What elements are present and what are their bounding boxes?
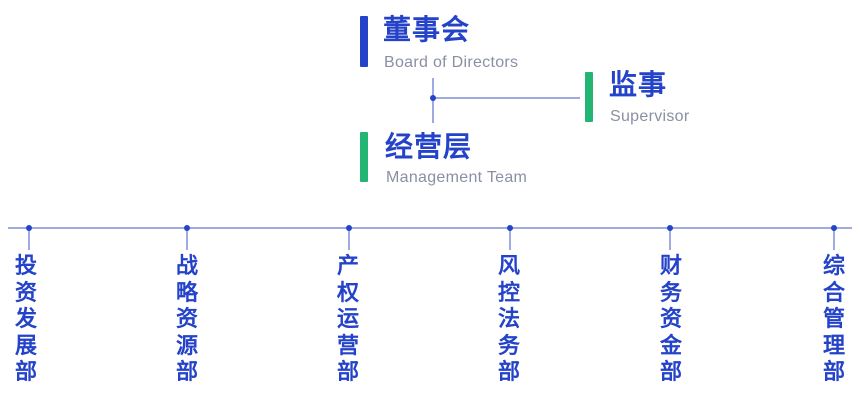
department-investment-development: 投资发展部 — [14, 254, 37, 385]
management-title: 经营层 — [385, 130, 473, 163]
department-node-4 — [507, 225, 513, 231]
management-accent-bar — [360, 132, 368, 182]
department-node-3 — [346, 225, 352, 231]
board-title: 董事会 — [383, 13, 471, 46]
supervisor-accent-bar — [585, 72, 593, 122]
department-node-5 — [667, 225, 673, 231]
department-node-1 — [26, 225, 32, 231]
supervisor-title: 监事 — [609, 68, 668, 101]
department-finance-funds: 财务资金部 — [659, 254, 682, 385]
branch-node-dot — [430, 95, 436, 101]
department-node-2 — [184, 225, 190, 231]
supervisor-subtitle: Supervisor — [610, 108, 690, 125]
department-property-operations: 产权运营部 — [336, 254, 359, 385]
board-subtitle: Board of Directors — [384, 54, 519, 71]
department-strategic-resources: 战略资源部 — [175, 254, 198, 385]
management-subtitle: Management Team — [386, 169, 528, 186]
department-general-management: 综合管理部 — [822, 254, 845, 385]
department-node-6 — [831, 225, 837, 231]
board-accent-bar — [360, 16, 368, 67]
department-risk-legal: 风控法务部 — [497, 254, 520, 385]
